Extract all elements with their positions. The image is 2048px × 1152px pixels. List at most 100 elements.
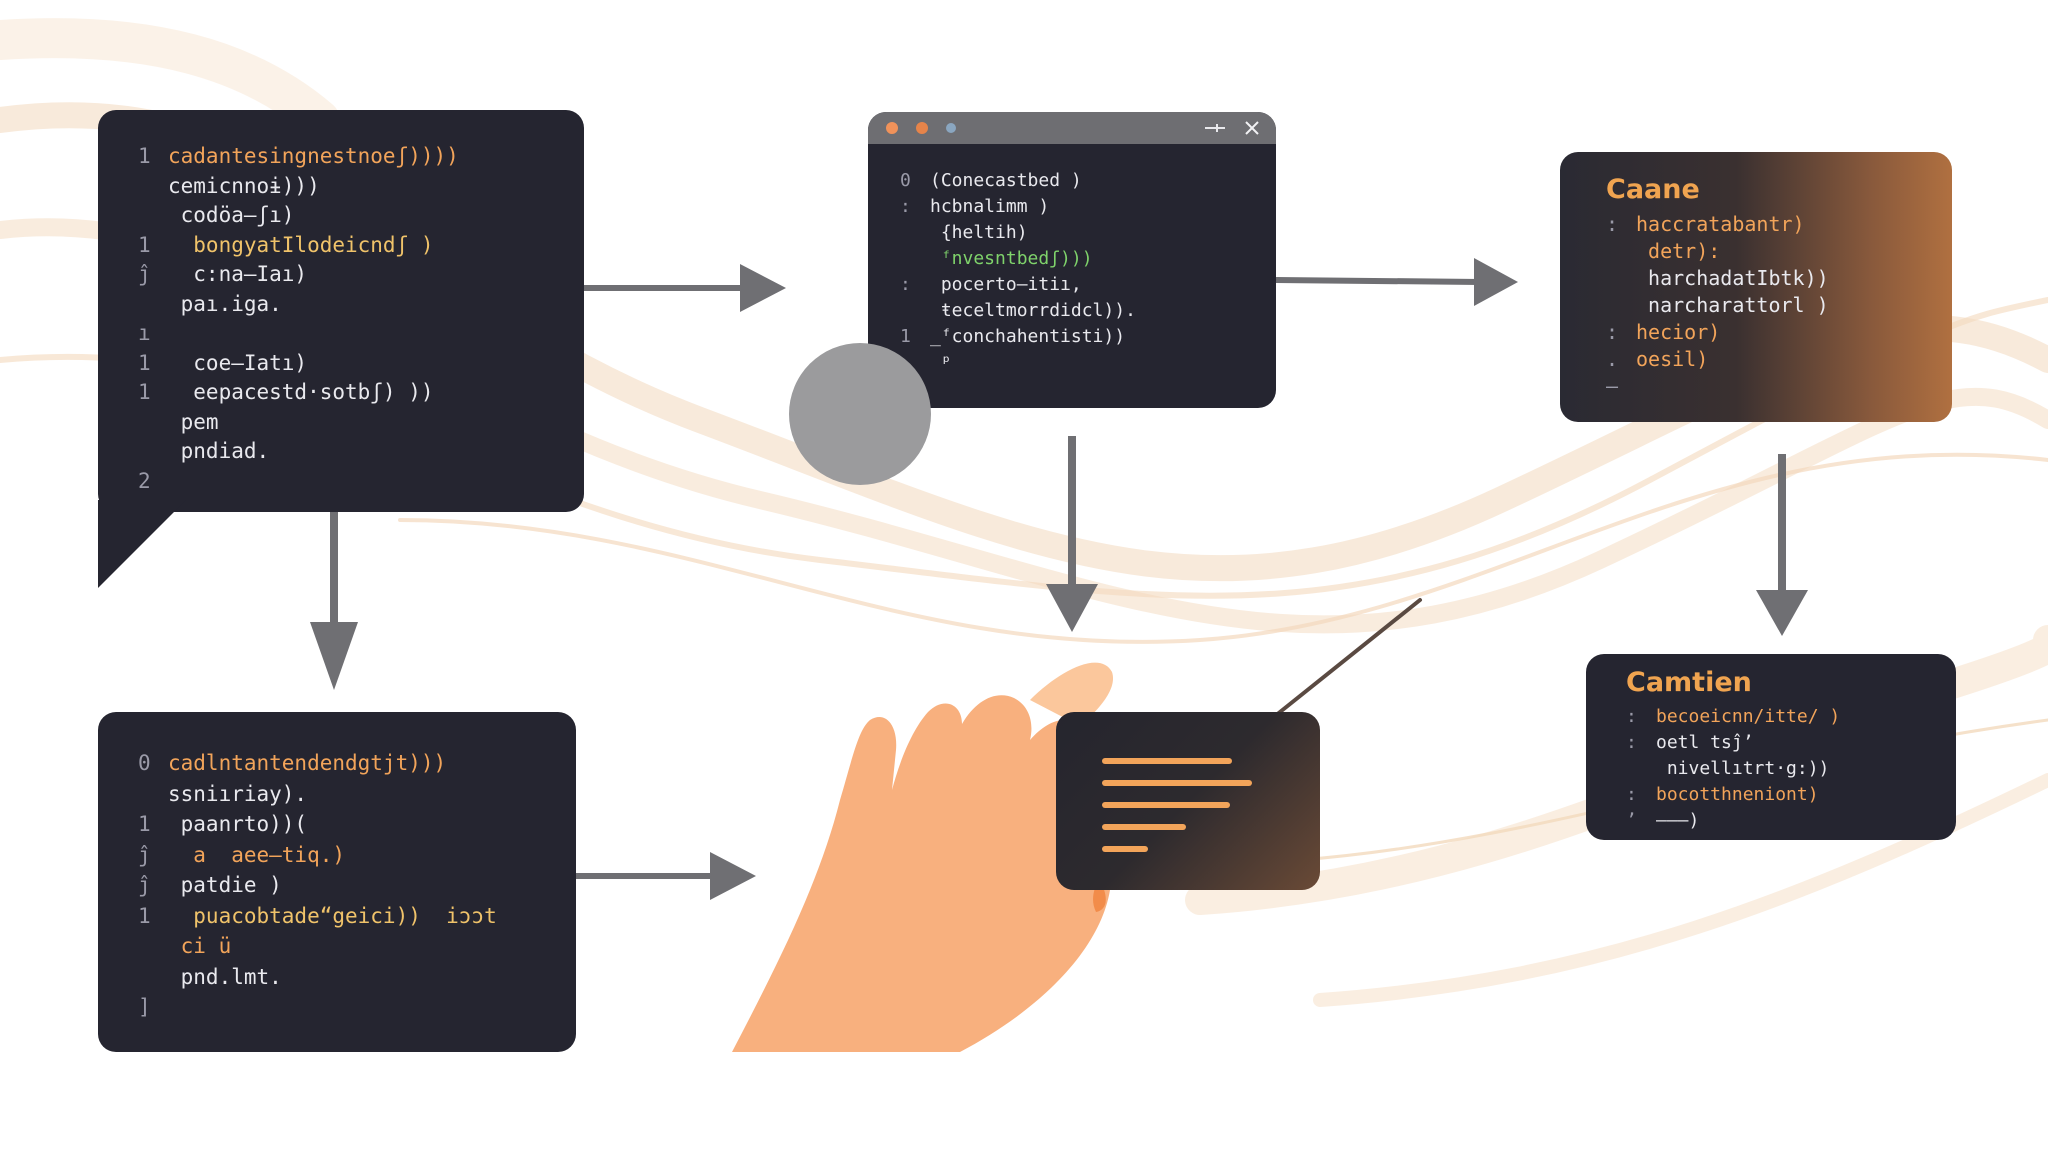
arrow-right-3 <box>576 852 756 900</box>
code-line: .oesil) <box>1606 346 1952 373</box>
code-text: {heltih) <box>930 222 1028 243</box>
code-text: eepacestd·sotbʃ) )) <box>168 380 434 404</box>
doc-line <box>1102 802 1230 808</box>
code-text: ᶠnvesntbedʃ))) <box>930 248 1093 269</box>
window-dot-orange-2[interactable] <box>916 122 928 134</box>
code-text: pnd.lmt. <box>168 964 282 989</box>
code-text: paı.iga. <box>168 291 282 316</box>
window-titlebar[interactable] <box>868 112 1276 144</box>
code-text: a aee–tiq.) <box>168 842 346 867</box>
code-line: : pocerto–itiı, <box>900 272 1276 298</box>
code-line: 1 eepacestd·sotbʃ) )) <box>138 378 584 408</box>
line-number <box>138 290 168 320</box>
code-text: hcbnalimm ) <box>930 196 1050 217</box>
doc-line <box>1102 780 1252 786</box>
line-number: – <box>1606 374 1619 398</box>
code-line: {heltih) <box>900 220 1276 246</box>
line-number: ĵ <box>138 873 151 897</box>
code-line: – <box>1606 373 1952 400</box>
code-text: becoeicnn/itte/ ) <box>1656 706 1841 727</box>
code-line: ı <box>138 319 584 349</box>
code-line: 0 (Conecastbed ) <box>900 168 1276 194</box>
code-text: hecior) <box>1636 320 1721 344</box>
code-text: nivellıtrt·g:)) <box>1656 758 1830 779</box>
code-text: cemicnnoɨ))) <box>168 173 320 198</box>
window-dot-orange[interactable] <box>886 122 898 134</box>
line-number <box>138 408 168 438</box>
code-line: ĵ a aee–tiq.) <box>138 840 576 871</box>
close-icon[interactable] <box>1244 120 1260 136</box>
code-text: pem <box>168 409 219 434</box>
line-number <box>1606 292 1636 319</box>
code-text: ci ü <box>168 934 232 958</box>
code-line: ʼ–––) <box>1626 808 1956 834</box>
code-line: codöa–ʃı) <box>138 201 584 231</box>
code-text: pocerto–itiı, <box>930 274 1082 295</box>
code-block: 1 cadantesingnestnoeʃ)))) cemicnnoɨ))) cod… <box>138 142 584 512</box>
line-number: : <box>900 274 911 295</box>
code-line: ĵ c:na–Iaı) <box>138 260 584 290</box>
doc-line <box>1102 824 1186 830</box>
line-number: 1 <box>138 903 151 928</box>
code-text: paanrto))( <box>168 812 308 836</box>
line-number: ı <box>138 321 151 345</box>
line-number <box>138 437 168 467</box>
code-text: coe–Iatı) <box>168 350 308 375</box>
code-text: patdie ) <box>168 873 282 897</box>
arrow-down-2 <box>1046 436 1098 632</box>
code-line: :becoeicnn/itte/ ) <box>1626 704 1956 730</box>
code-text: bocotthneniont) <box>1656 784 1819 805</box>
code-text: ŧeceltmorrdidcl)). <box>930 300 1136 321</box>
code-line: ] <box>138 992 576 1023</box>
line-number <box>138 172 168 202</box>
line-number: : <box>900 196 911 217</box>
code-text: bongyatIlodeicndʃ ) <box>168 232 434 257</box>
code-text: ssniıriay). <box>168 781 308 806</box>
line-number <box>138 201 168 231</box>
code-text: oetl tsĵ’ <box>1656 732 1754 753</box>
code-line: : hecior) <box>1606 319 1952 346</box>
line-number <box>1606 265 1636 292</box>
code-text: oesil) <box>1636 347 1709 371</box>
code-line: ĵ patdie ) <box>138 870 576 901</box>
line-number: : <box>1626 784 1637 805</box>
code-text: codöa–ʃı) <box>168 203 295 227</box>
minimize-icon[interactable] <box>1204 122 1226 134</box>
line-number: 1 <box>138 812 151 836</box>
code-text: –––) <box>1656 810 1700 831</box>
line-number: ] <box>138 995 151 1019</box>
line-number: 1 <box>900 326 911 347</box>
connector-line <box>1268 598 1422 722</box>
code-panel-bottom-right: Camtien :becoeicnn/itte/ ):oetl tsĵ’ niv… <box>1586 654 1956 840</box>
window-dot-blue[interactable] <box>946 123 956 133</box>
arrow-down-1 <box>310 512 358 690</box>
code-line: nivellıtrt·g:)) <box>1626 756 1956 782</box>
code-block: 0 (Conecastbed ): hcbnalimm ) {heltih) ᶠnv… <box>868 144 1276 376</box>
code-text: c:na–Iaı) <box>168 262 308 286</box>
code-text: cadantesingnestnoeʃ)))) <box>168 144 459 168</box>
code-line: detr): <box>1606 238 1952 265</box>
code-line: ssniıriay). <box>138 779 576 810</box>
document-card[interactable] <box>1056 712 1320 890</box>
code-line: ᶠnvesntbedʃ))) <box>900 246 1276 272</box>
line-number: : <box>1626 732 1637 753</box>
wave-7 <box>0 18 340 140</box>
code-line: paı.iga. <box>138 290 584 320</box>
code-panel-top-left: 1 cadantesingnestnoeʃ)))) cemicnnoɨ))) cod… <box>98 110 584 512</box>
code-text: (Conecastbed ) <box>930 170 1082 191</box>
line-number <box>1606 238 1636 265</box>
panel-title: Camtien <box>1626 667 1752 698</box>
code-line: 1_ᶠconchahentisti)) <box>900 324 1276 350</box>
code-line: ᵖ <box>900 350 1276 376</box>
line-number: : <box>1606 320 1619 344</box>
line-number <box>900 298 930 324</box>
code-line: 1 puacobtade“geici)) iɔɔt <box>138 901 576 932</box>
line-number: 2 <box>138 468 151 493</box>
code-line: : <box>138 496 584 512</box>
line-number: 1 <box>138 232 151 257</box>
line-number: 0 <box>900 170 911 191</box>
speech-tail <box>98 500 186 588</box>
line-number: : <box>1606 212 1619 236</box>
